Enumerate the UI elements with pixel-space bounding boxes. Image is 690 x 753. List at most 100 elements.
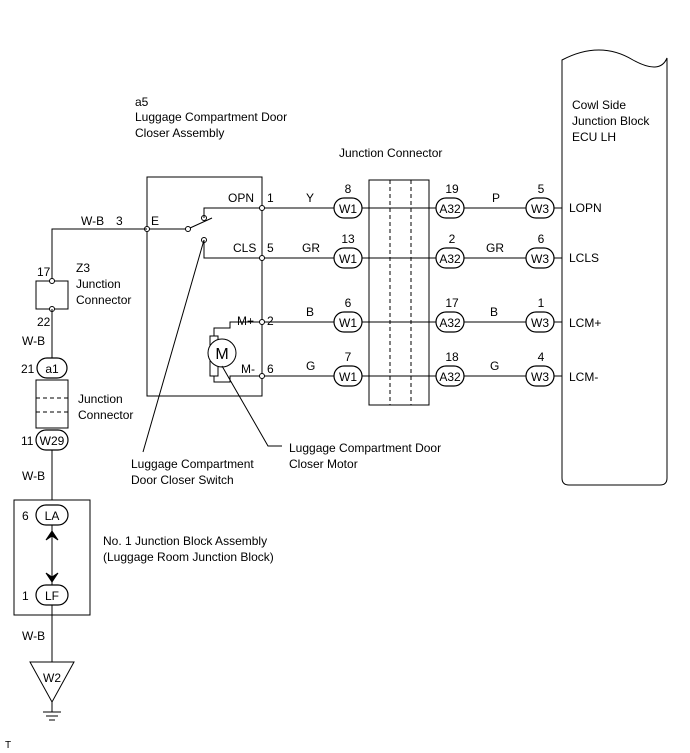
mplus-pin-number: 2 xyxy=(267,314,274,328)
pin-2-dot xyxy=(259,319,265,325)
switch-label-1: Luggage Compartment xyxy=(131,457,254,471)
a32-pin-3: 17 xyxy=(445,296,459,310)
motor-leader-line xyxy=(221,365,282,447)
lf-pin: 1 xyxy=(22,589,29,603)
z3-top-dot xyxy=(49,278,55,284)
junction-block-label-2: (Luggage Room Junction Block) xyxy=(103,550,274,564)
corner-mark: T xyxy=(5,740,11,751)
w1-connector-1 xyxy=(333,197,363,219)
la-label: LA xyxy=(45,509,60,523)
lf-label: LF xyxy=(45,589,59,603)
z3-pin-bottom: 22 xyxy=(37,315,51,329)
a32-label-2: A32 xyxy=(439,252,461,266)
w3-connector-3 xyxy=(525,311,555,333)
a1-label: a1 xyxy=(45,362,59,376)
w29-pin: 11 xyxy=(21,434,34,448)
row-4-wire-color: G xyxy=(306,359,315,373)
w1-pin-3: 6 xyxy=(345,296,352,310)
motor-label-2: Closer Motor xyxy=(289,457,358,471)
ground-code: W2 xyxy=(43,671,61,685)
wire-a1-color: W-B xyxy=(22,334,45,348)
switch-common-dot xyxy=(185,226,191,232)
left-jc-label-2: Connector xyxy=(78,408,133,422)
w3-connector-4 xyxy=(525,365,555,387)
row-mminus: 6 G W1 7 A32 18 G W3 4 LCM- xyxy=(259,350,598,387)
w29-label: W29 xyxy=(40,434,65,448)
ecu-terminal-3: LCM+ xyxy=(569,316,601,330)
ecu-label-1: Cowl Side xyxy=(572,98,626,112)
a32-pin-4: 18 xyxy=(445,350,459,364)
mminus-pin-number: 6 xyxy=(267,362,274,376)
w3-pin-4: 4 xyxy=(538,350,545,364)
a32-label-3: A32 xyxy=(439,316,461,330)
closer-assembly-name-1: Luggage Compartment Door xyxy=(135,110,287,124)
w3-connector-2 xyxy=(525,247,555,269)
w1-pin-4: 7 xyxy=(345,350,352,364)
cls-pin-number: 5 xyxy=(267,241,274,255)
w1-connector-3 xyxy=(333,311,363,333)
signal-rows: 1 Y W1 8 A32 19 P W3 5 LOPN 5 GR W1 13 xyxy=(259,182,602,387)
w3-pin-2: 6 xyxy=(538,232,545,246)
row-opn: 1 Y W1 8 A32 19 P W3 5 LOPN xyxy=(259,182,602,219)
row-2-wire-color-2: GR xyxy=(486,241,504,255)
motor-plus-wire xyxy=(213,321,262,336)
ground-triangle xyxy=(29,661,75,704)
a32-label-1: A32 xyxy=(439,202,461,216)
la-pin: 6 xyxy=(22,509,29,523)
opn-pin-number: 1 xyxy=(267,191,274,205)
pin-1-dot xyxy=(259,205,265,211)
motor-letter: M xyxy=(215,346,228,363)
row-4-wire-color-2: G xyxy=(490,359,499,373)
w1-label-3: W1 xyxy=(339,316,357,330)
z3-pin-top: 17 xyxy=(37,265,51,279)
ecu-box xyxy=(561,49,668,486)
row-2-wire-color: GR xyxy=(302,241,320,255)
opn-pin-name: OPN xyxy=(228,191,254,205)
w3-label-2: W3 xyxy=(531,252,549,266)
z3-code: Z3 xyxy=(76,261,90,275)
wire-top-color: W-B xyxy=(81,214,104,228)
z3-label-1: Junction xyxy=(76,277,121,291)
pin-5-dot xyxy=(259,255,265,261)
w1-pin-1: 8 xyxy=(345,182,352,196)
ecu-terminal-4: LCM- xyxy=(569,370,598,384)
w3-pin-1: 5 xyxy=(538,182,545,196)
switch-leader-line xyxy=(142,239,205,453)
w3-label-3: W3 xyxy=(531,316,549,330)
row-cls: 5 GR W1 13 A32 2 GR W3 6 LCLS xyxy=(259,232,599,269)
wire-bottom-color: W-B xyxy=(22,629,45,643)
mminus-pin-name: M- xyxy=(241,362,255,376)
ground-wire-top xyxy=(51,228,147,281)
a32-label-4: A32 xyxy=(439,370,461,384)
pin-6-dot xyxy=(259,373,265,379)
a32-connector-3 xyxy=(435,311,465,333)
row-mplus: 2 B W1 6 A32 17 B W3 1 LCM+ xyxy=(259,296,601,333)
a1-pin: 21 xyxy=(21,362,35,376)
row-1-wire-color: Y xyxy=(306,191,314,205)
a32-connector-4 xyxy=(435,365,465,387)
w1-label-2: W1 xyxy=(339,252,357,266)
z3-label-2: Connector xyxy=(76,293,131,307)
mplus-pin-name: M+ xyxy=(237,314,254,328)
w1-connector-4 xyxy=(333,365,363,387)
w1-label-1: W1 xyxy=(339,202,357,216)
z3-connector-box xyxy=(35,280,69,310)
a32-connector-2 xyxy=(435,247,465,269)
ground-pin-number: 3 xyxy=(116,214,123,228)
switch-label-2: Door Closer Switch xyxy=(131,473,234,487)
junction-connector-label: Junction Connector xyxy=(339,146,442,160)
w1-pin-2: 13 xyxy=(341,232,355,246)
a32-pin-2: 2 xyxy=(449,232,456,246)
junction-connector-box xyxy=(368,179,430,406)
arrow-up-icon xyxy=(45,530,59,541)
cls-pin-name: CLS xyxy=(233,241,256,255)
a1-connector xyxy=(36,357,68,379)
left-junction-connector-box xyxy=(35,379,69,429)
closer-assembly-name-2: Closer Assembly xyxy=(135,126,224,140)
arrow-down-icon xyxy=(45,572,59,583)
w3-connector-1 xyxy=(525,197,555,219)
junction-block-label-1: No. 1 Junction Block Assembly xyxy=(103,534,267,548)
ecu-terminal-1: LOPN xyxy=(569,201,602,215)
w3-label-4: W3 xyxy=(531,370,549,384)
